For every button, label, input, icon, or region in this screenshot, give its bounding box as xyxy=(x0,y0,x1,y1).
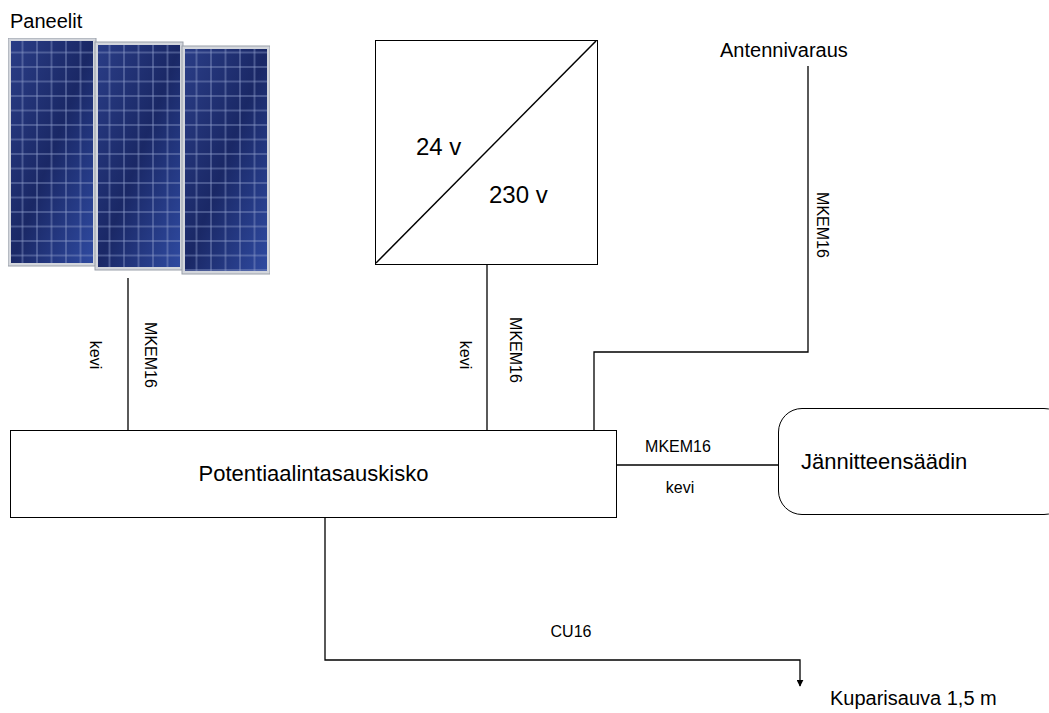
node-title: Antennivaraus xyxy=(720,39,848,62)
solar-panel-illustration xyxy=(8,38,270,278)
node-title: Potentiaalintasauskisko xyxy=(199,461,429,486)
solar-panel xyxy=(8,38,96,266)
connector-wire xyxy=(325,518,800,686)
connector-wire xyxy=(617,464,778,465)
voltage-label: 230 v xyxy=(489,181,548,209)
regulator-box: Jännitteensäädin xyxy=(778,408,1049,515)
solar-panel xyxy=(95,42,183,270)
cable-label: MKEM16 xyxy=(644,438,712,456)
connector-wire xyxy=(486,265,487,430)
cable-label: MKEM16 xyxy=(141,321,159,389)
inverter-box: 24 v 230 v xyxy=(375,40,598,265)
cable-note: kevi xyxy=(456,340,474,370)
node-title: Jännitteensäädin xyxy=(801,449,967,474)
voltage-label: 24 v xyxy=(416,133,461,161)
cable-note: kevi xyxy=(86,340,104,370)
cable-label: MKEM16 xyxy=(813,191,831,259)
antenna-label-node: Antennivaraus xyxy=(720,38,848,62)
busbar-box: Potentiaalintasauskisko xyxy=(10,430,617,518)
node-title: Paneelit xyxy=(10,10,82,33)
solar-panels: Paneelit xyxy=(8,8,270,278)
connector-wire xyxy=(127,278,128,430)
cable-label: MKEM16 xyxy=(506,316,524,384)
cable-note: kevi xyxy=(665,479,695,497)
ground-rod-node: Kuparisauva 1,5 m xyxy=(790,686,997,710)
connector-wire xyxy=(594,66,808,430)
node-title: Kuparisauva 1,5 m xyxy=(830,687,997,710)
solar-panel xyxy=(182,46,270,274)
diagonal-divider xyxy=(376,41,599,266)
cable-label: CU16 xyxy=(550,623,593,641)
